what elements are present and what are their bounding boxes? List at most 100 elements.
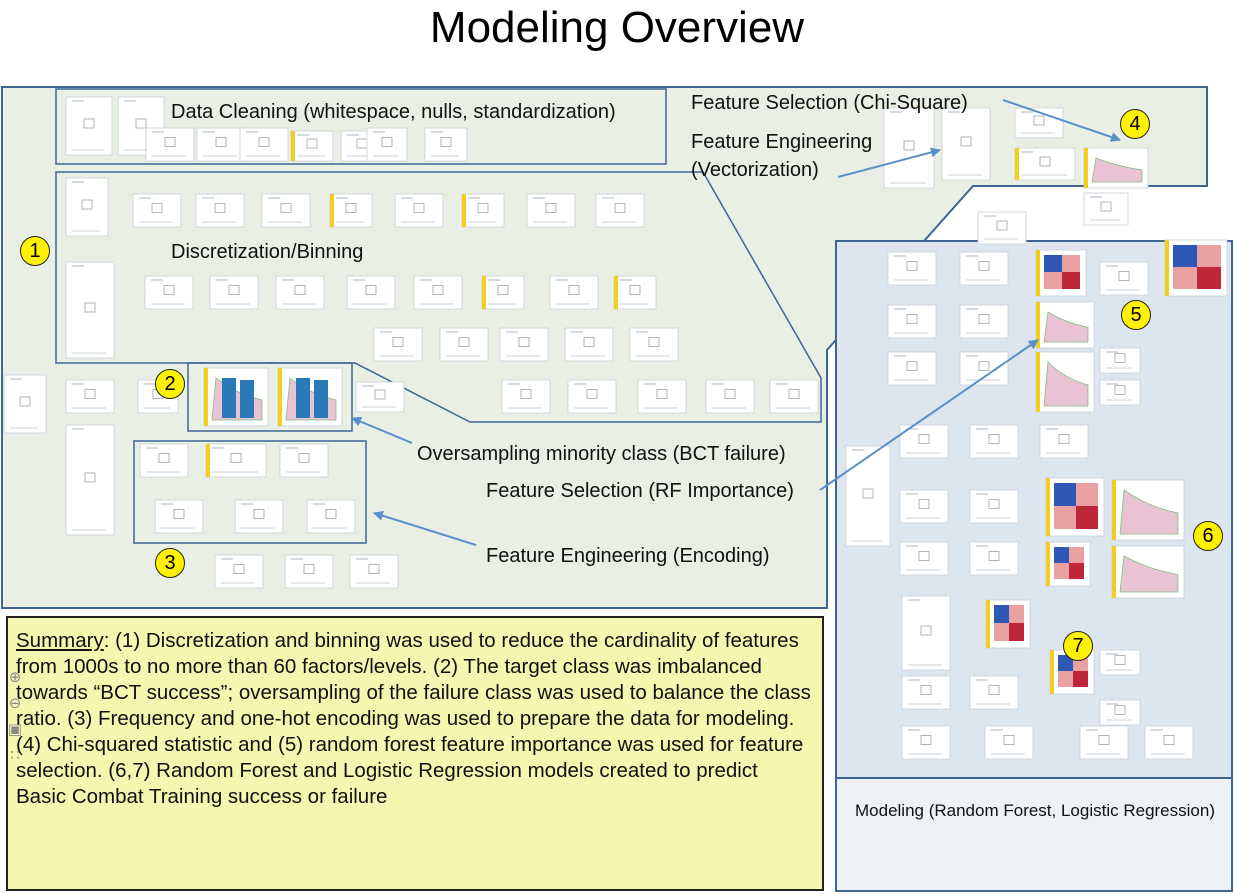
workflow-node <box>595 193 645 228</box>
workflow-node <box>1099 699 1141 726</box>
workflow-node <box>290 130 334 162</box>
workflow-node <box>1045 541 1091 587</box>
workflow-node <box>1079 725 1129 760</box>
workflow-node <box>887 304 937 339</box>
workflow-node <box>959 251 1009 286</box>
step-marker-6: 6 <box>1193 521 1223 551</box>
workflow-node <box>959 304 1009 339</box>
feature-selection-chi-label: Feature Selection (Chi-Square) <box>691 92 968 114</box>
workflow-node <box>1039 424 1089 459</box>
workflow-node <box>195 193 245 228</box>
arrow-chi-square <box>1002 99 1121 142</box>
workflow-node <box>629 327 679 362</box>
workflow-node <box>132 193 182 228</box>
summary-heading: Summary <box>16 629 104 652</box>
workflow-node <box>1099 347 1141 374</box>
workflow-node <box>1164 239 1228 297</box>
workflow-node <box>1144 725 1194 760</box>
workflow-node <box>845 445 891 547</box>
data-cleaning-label: Data Cleaning (whitespace, nulls, standa… <box>171 101 616 123</box>
feature-engineering-enc-label: Feature Engineering (Encoding) <box>486 545 770 567</box>
workflow-node <box>769 379 819 414</box>
workflow-node <box>977 211 1027 245</box>
workflow-node <box>373 327 423 362</box>
workflow-node <box>154 499 204 534</box>
workflow-node <box>139 443 189 478</box>
workflow-node <box>205 443 267 478</box>
step-marker-1: 1 <box>20 236 50 266</box>
workflow-node <box>985 599 1031 649</box>
workflow-node <box>65 424 115 536</box>
step-marker-3: 3 <box>155 548 185 578</box>
workflow-node <box>899 489 949 524</box>
workflow-node <box>65 96 113 156</box>
summary-box: Summary: (1) Discretization and binning … <box>6 616 824 891</box>
workflow-node <box>705 379 755 414</box>
step-marker-4: 4 <box>1120 109 1150 139</box>
workflow-node <box>214 554 264 589</box>
workflow-node <box>883 107 935 189</box>
workflow-node <box>346 275 396 310</box>
workflow-node <box>1014 147 1076 181</box>
arrow-oversampling <box>351 416 413 444</box>
encoding-box <box>133 440 367 544</box>
workflow-node <box>349 554 399 589</box>
arrow-rf-importance <box>819 339 1039 491</box>
workflow-node <box>567 379 617 414</box>
workflow-node <box>901 675 951 710</box>
workflow-node <box>65 177 109 237</box>
workflow-node <box>1035 351 1095 413</box>
workflow-node <box>1045 477 1105 537</box>
workflow-node <box>1099 379 1141 406</box>
fit-icon[interactable]: ▣ <box>7 721 23 738</box>
workflow-node <box>209 275 259 310</box>
summary-text: : (1) Discretization and binning was use… <box>16 629 811 808</box>
page-title: Modeling Overview <box>429 3 805 52</box>
workflow-node <box>234 499 284 534</box>
workflow-node <box>1083 147 1149 189</box>
arrow-vectorization <box>837 147 941 178</box>
workflow-node <box>1099 261 1149 296</box>
workflow-node <box>637 379 687 414</box>
step-marker-2: 2 <box>155 369 185 399</box>
workflow-node <box>413 275 463 310</box>
zoom-out-icon[interactable]: ⊖ <box>8 695 22 712</box>
workflow-node <box>549 275 599 310</box>
workflow-node <box>144 275 194 310</box>
arrow-encoding <box>373 510 477 546</box>
workflow-node <box>329 193 373 228</box>
discretization-box <box>55 171 822 423</box>
workflow-node <box>239 127 289 162</box>
workflow-node <box>3 374 47 434</box>
workflow-node <box>1111 545 1185 599</box>
workflow-node <box>984 725 1034 760</box>
workflow-node <box>394 193 444 228</box>
workflow-node <box>1083 192 1129 226</box>
workflow-node <box>564 327 614 362</box>
workflow-node <box>899 541 949 576</box>
workflow-node <box>439 327 489 362</box>
bar-thumbnail <box>296 378 310 418</box>
workflow-node <box>424 127 468 162</box>
workflow-node <box>306 499 356 534</box>
workflow-node <box>65 261 115 359</box>
workflow-node <box>275 275 325 310</box>
workflow-node <box>501 379 551 414</box>
workflow-node <box>461 193 505 228</box>
zoom-in-icon[interactable]: ⊕ <box>8 669 22 686</box>
feature-selection-rf-label: Feature Selection (RF Importance) <box>486 480 794 502</box>
workflow-node <box>613 275 657 310</box>
workflow-node <box>1111 479 1185 541</box>
workflow-node <box>901 595 951 671</box>
bar-thumbnail <box>222 378 236 418</box>
bar-thumbnail <box>240 380 254 418</box>
oversampling-box <box>187 362 353 432</box>
workflow-node <box>1035 249 1087 297</box>
workflow-node <box>941 107 991 181</box>
layout-icon[interactable]: ∷ <box>10 747 20 764</box>
bar-thumbnail <box>314 380 328 418</box>
modeling-label: Modeling (Random Forest, Logistic Regres… <box>855 801 1215 820</box>
workflow-node <box>899 424 949 459</box>
workflow-node <box>65 379 115 414</box>
